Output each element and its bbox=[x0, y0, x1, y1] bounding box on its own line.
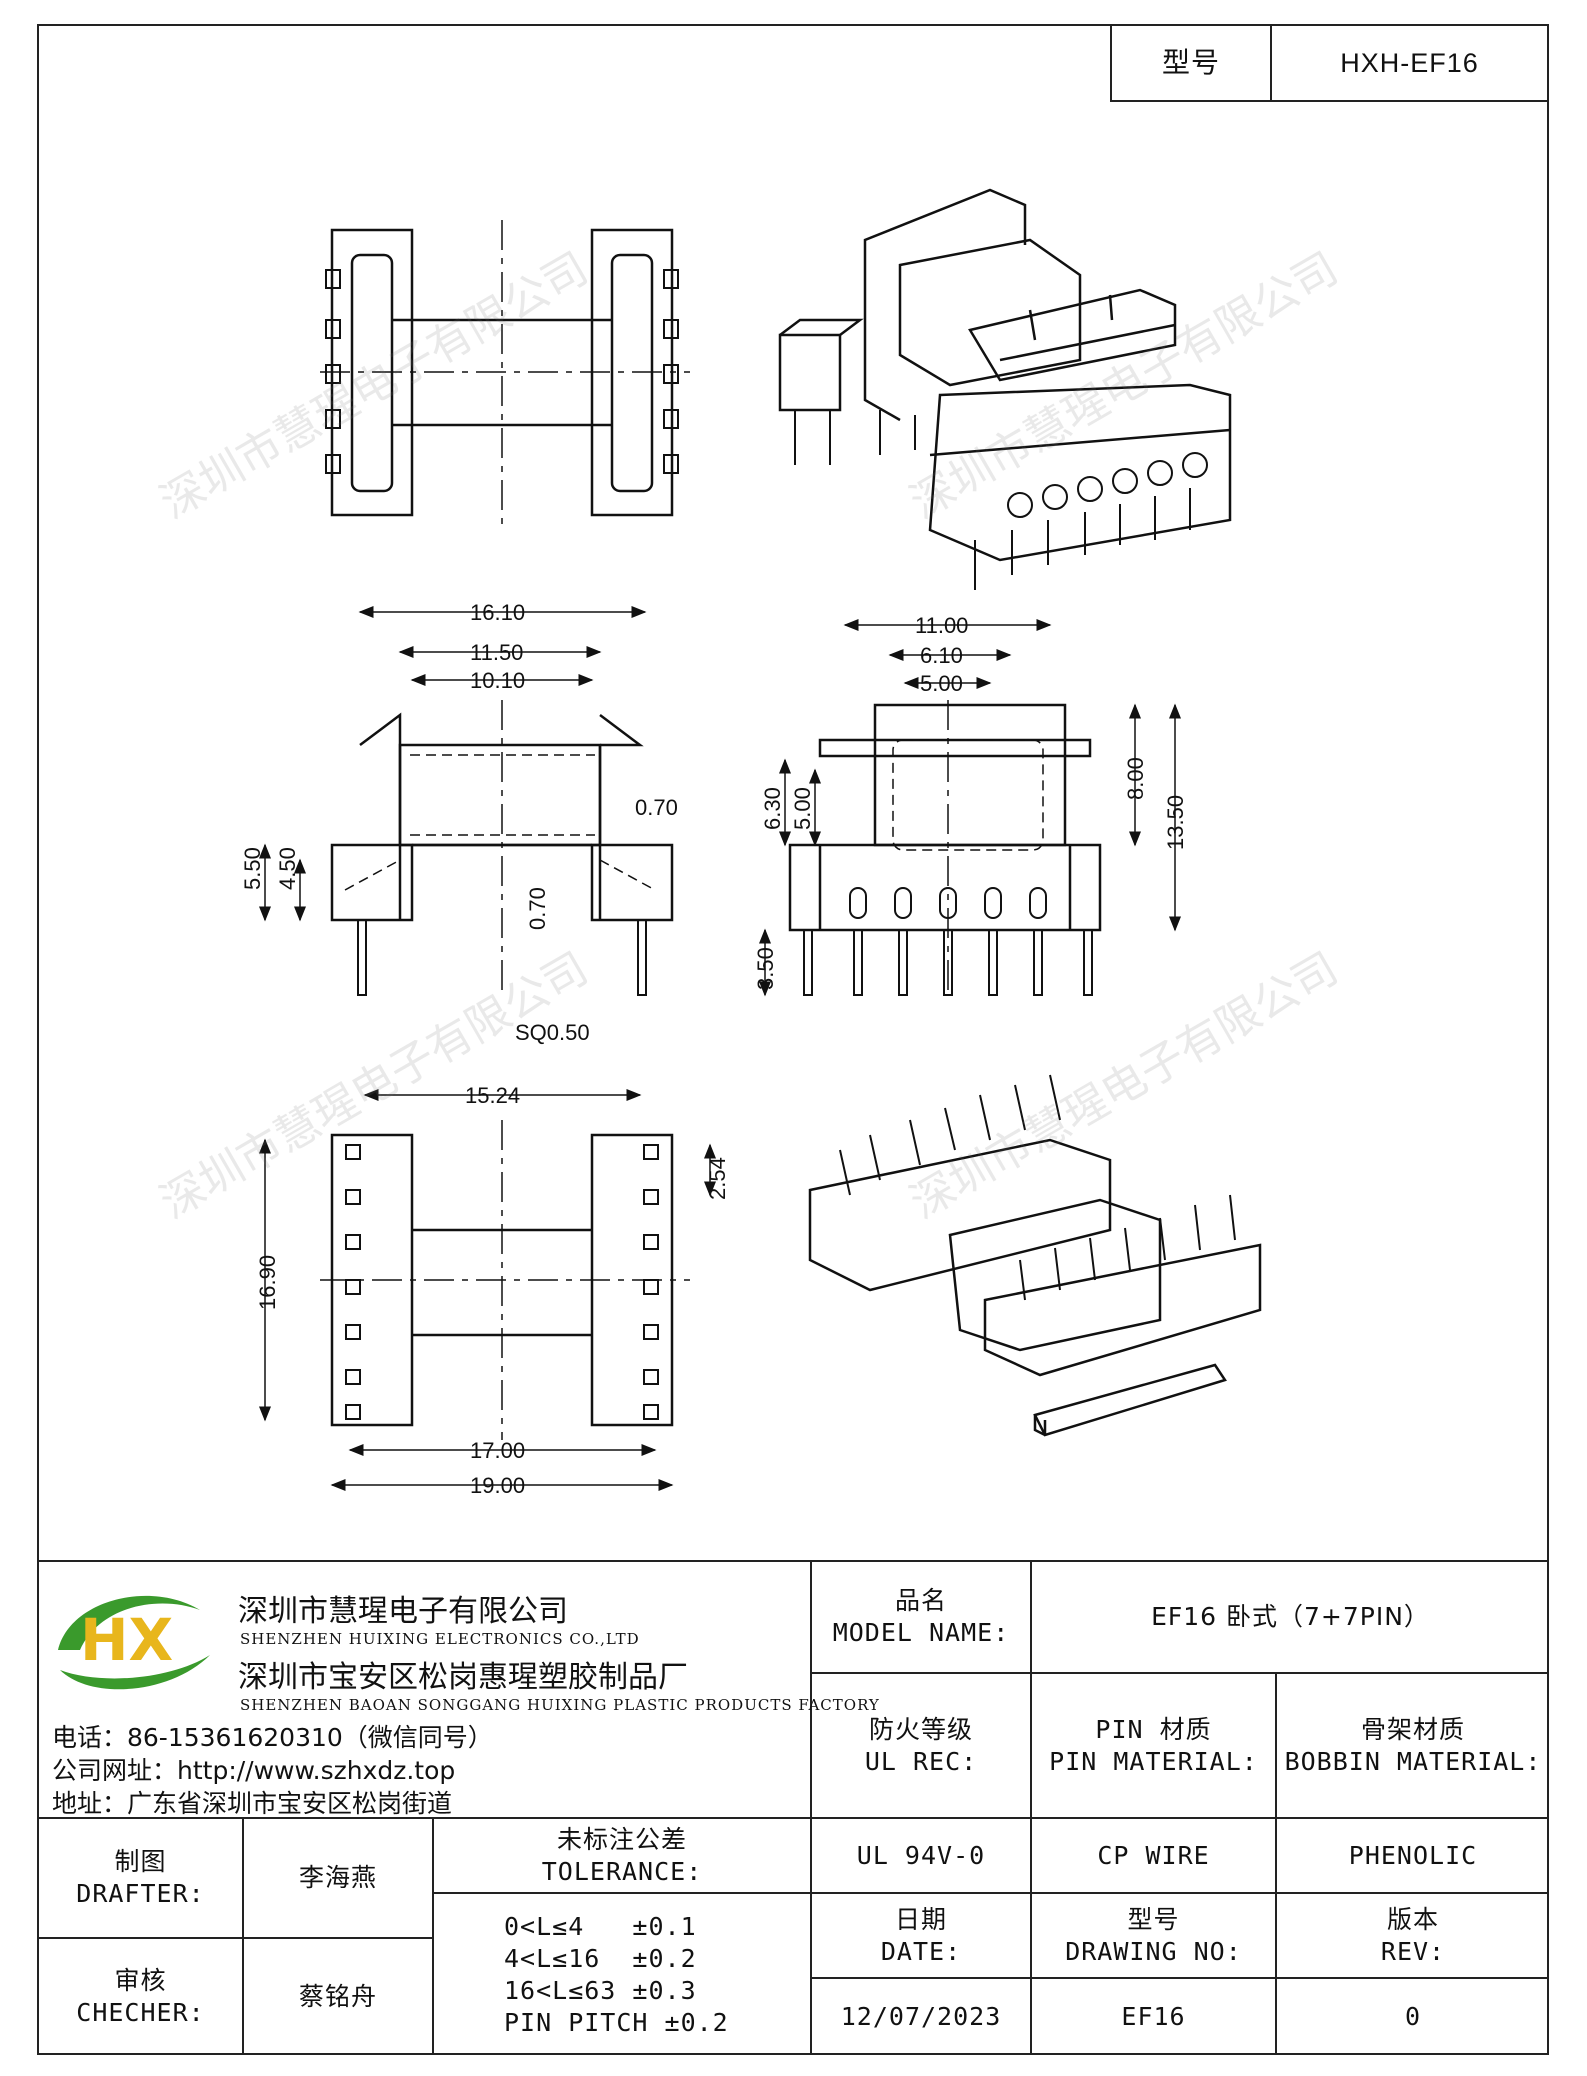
tolerance-values: 0<L≤4 ±0.1 4<L≤16 ±0.2 16<L≤63 ±0.3 PIN … bbox=[504, 1911, 729, 2037]
dimension-lines bbox=[259, 606, 1181, 1491]
table-line bbox=[432, 1817, 434, 2055]
contact-address: 地址：广东省深圳市宝安区松岗街道 bbox=[52, 1789, 453, 1818]
table-line bbox=[242, 1817, 244, 2055]
factory-name-en: SHENZHEN BAOAN SONGGANG HUIXING PLASTIC … bbox=[240, 1696, 880, 1714]
table-line bbox=[810, 1560, 812, 2055]
model-name-value: EF16 卧式（7+7PIN） bbox=[1151, 1602, 1430, 1631]
table-line bbox=[1275, 1672, 1277, 2055]
front-view bbox=[788, 700, 1102, 996]
header-divider bbox=[1110, 100, 1549, 102]
top-view bbox=[320, 220, 690, 525]
table-line bbox=[37, 1817, 1549, 1819]
dim-label: 4.50 bbox=[275, 847, 300, 890]
company-name-en: SHENZHEN HUIXING ELECTRONICS CO.,LTD bbox=[240, 1630, 640, 1648]
header-divider bbox=[1270, 24, 1272, 102]
dim-label: 16.10 bbox=[470, 600, 525, 625]
titleblock-top-line bbox=[37, 1560, 1549, 1562]
dim-label: 3.50 bbox=[753, 947, 778, 990]
pin-material-value: CP WIRE bbox=[1097, 1840, 1210, 1870]
logo-h-letter: HX bbox=[80, 1606, 173, 1674]
dim-label: 11.00 bbox=[915, 613, 968, 638]
bottom-view bbox=[320, 1120, 690, 1440]
dim-label: 0.70 bbox=[525, 887, 550, 930]
dim-label: 0.70 bbox=[635, 795, 678, 820]
model-label: 型号 bbox=[1161, 46, 1220, 79]
drawing-no-value: EF16 bbox=[1121, 2002, 1186, 2031]
dim-label: 15.24 bbox=[465, 1083, 520, 1108]
drawing-frame bbox=[37, 24, 1549, 2055]
drafter-value: 李海燕 bbox=[298, 1863, 377, 1892]
factory-name-cn: 深圳市宝安区松岗惠瑆塑胶制品厂 bbox=[238, 1660, 688, 1695]
contact-website[interactable]: 公司网址：http://www.szhxdz.top bbox=[52, 1756, 456, 1785]
iso-view-bottom bbox=[808, 1074, 1262, 1437]
contact-phone: 电话：86-15361620310（微信同号） bbox=[52, 1723, 493, 1752]
dim-label: 19.00 bbox=[470, 1473, 525, 1498]
dim-label: 5.00 bbox=[920, 671, 963, 696]
table-line bbox=[810, 1672, 1549, 1674]
fire-rating-value: UL 94V-0 bbox=[856, 1840, 986, 1870]
table-line bbox=[1030, 1560, 1032, 2055]
dim-label: 17.00 bbox=[470, 1438, 525, 1463]
iso-view-top bbox=[778, 188, 1232, 590]
dim-label: 13.50 bbox=[1163, 795, 1188, 850]
company-name-cn: 深圳市慧瑆电子有限公司 bbox=[238, 1594, 568, 1629]
rev-value: 0 bbox=[1404, 2002, 1422, 2031]
dim-label: 16.90 bbox=[255, 1255, 280, 1310]
dim-label: 10.10 bbox=[470, 668, 525, 693]
dim-label: 2.54 bbox=[705, 1157, 730, 1200]
technical-drawing: 16.10 11.50 10.10 5.50 4.50 0.70 0.70 SQ… bbox=[240, 188, 1262, 1498]
company-logo: HX bbox=[58, 1595, 210, 1690]
table-line bbox=[432, 1892, 1549, 1894]
dim-label: 11.50 bbox=[470, 640, 523, 665]
model-value: HXH-EF16 bbox=[1340, 48, 1479, 78]
dim-label: 6.10 bbox=[920, 643, 963, 668]
dim-label: 5.50 bbox=[240, 847, 265, 890]
table-line bbox=[810, 1977, 1549, 1979]
bobbin-material-value: PHENOLIC bbox=[1348, 1840, 1478, 1870]
checker-value: 蔡铭舟 bbox=[298, 1982, 377, 2011]
table-line bbox=[37, 1937, 432, 1939]
dim-label: 5.00 bbox=[790, 787, 815, 830]
dim-label: 6.30 bbox=[760, 787, 785, 830]
dim-label: SQ0.50 bbox=[515, 1020, 590, 1045]
header-divider bbox=[1110, 24, 1112, 102]
side-view bbox=[330, 700, 674, 996]
date-value: 12/07/2023 bbox=[840, 2002, 1002, 2031]
dim-label: 8.00 bbox=[1123, 757, 1148, 800]
